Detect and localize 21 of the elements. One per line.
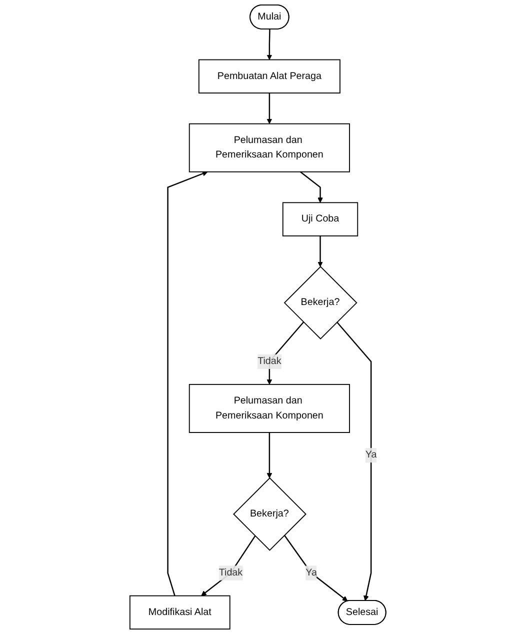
edge-label: Tidak: [258, 356, 282, 367]
node-box: Uji Coba: [282, 202, 358, 236]
edge-label: Tidak: [218, 567, 243, 578]
arrow: [284, 534, 348, 602]
edge-label: Ya: [306, 567, 318, 578]
arrow: [336, 322, 372, 601]
edge-label: Ya: [366, 450, 377, 460]
arrow: [266, 93, 272, 124]
node-box: Pembuatan Alat Peraga: [198, 59, 341, 94]
arrow: [167, 171, 208, 596]
node-box: Modifikasi Alat: [130, 595, 230, 630]
arrow: [201, 536, 256, 596]
arrow: [300, 171, 324, 203]
arrow: [266, 322, 304, 385]
node-box: Pelumasan dan Pemeriksaan Komponen: [189, 384, 350, 433]
arrow: [318, 236, 324, 267]
node-diamond: Bekerja?: [233, 477, 307, 551]
node-diamond: Bekerja?: [284, 266, 358, 340]
arrow: [266, 432, 272, 478]
arrow: [266, 29, 272, 60]
node-box: Pelumasan dan Pemeriksaan Komponen: [189, 123, 350, 172]
